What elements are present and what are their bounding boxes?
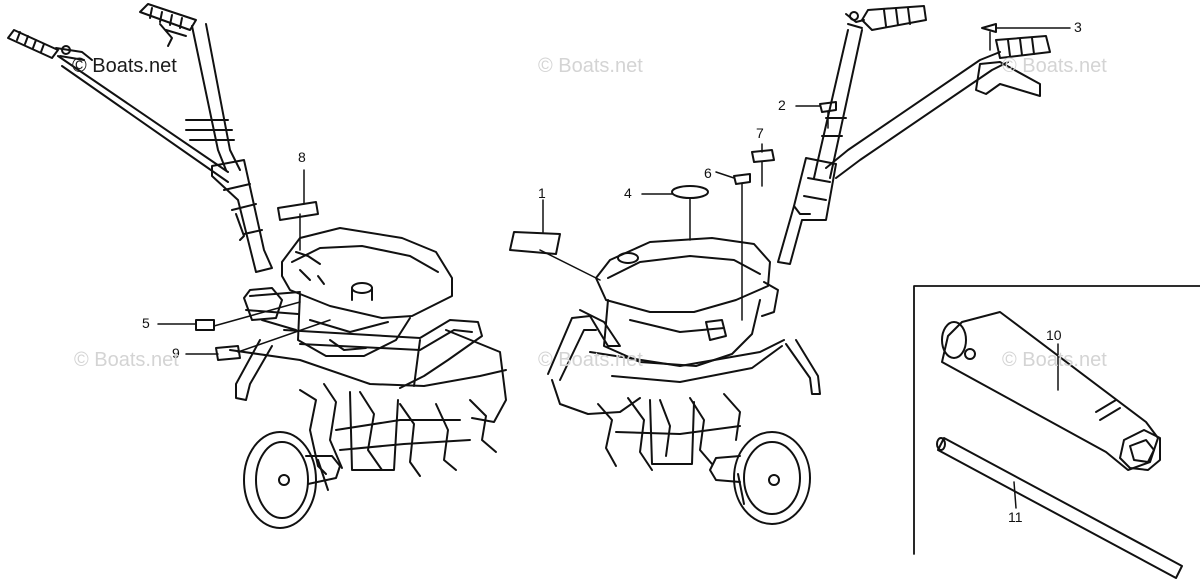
right-tines [597, 393, 741, 471]
tool-inset [913, 285, 1200, 579]
callout-11: 11 [1008, 509, 1023, 525]
left-handlebar-long [57, 55, 229, 183]
right-column [777, 157, 837, 265]
callout-10: 10 [1046, 327, 1062, 343]
left-wheel [243, 431, 317, 529]
left-tiller [7, 3, 507, 529]
watermark: © Boats.net [74, 349, 179, 371]
tool-inset-border [913, 285, 1200, 555]
left-engine-top [281, 227, 453, 319]
watermark: © Boats.net [1002, 349, 1107, 371]
right-engine-top [595, 237, 771, 313]
right-skid-bar [785, 339, 821, 395]
sticker-7 [751, 149, 775, 163]
left-tines [299, 383, 497, 477]
callout-5: 5 [142, 315, 150, 331]
sticker-5 [195, 319, 215, 331]
right-fuel-cap [617, 252, 639, 264]
right-tiller [547, 5, 1051, 525]
callout-3: 3 [1074, 19, 1082, 35]
sticker-4 [671, 185, 709, 199]
watermark: © Boats.net [538, 349, 643, 371]
callout-6: 6 [704, 165, 712, 181]
callout-4: 4 [624, 185, 632, 201]
right-tiller-right-grip [995, 35, 1051, 59]
handle-column [211, 159, 273, 273]
front-guard-bar [283, 319, 483, 389]
left-throttle-lever [55, 47, 93, 61]
right-wheel [733, 431, 811, 525]
right-tiller-left-grip [861, 5, 927, 31]
callout-2: 2 [778, 97, 786, 113]
right-tiller-right-handlebar [825, 51, 1009, 179]
sticker-3 [981, 23, 997, 33]
callout-9: 9 [172, 345, 180, 361]
tommy-bar [936, 437, 1183, 579]
right-front-guard-bar [547, 309, 621, 375]
spark-plug-wrench [941, 311, 1161, 471]
sticker-9 [215, 345, 241, 361]
right-handlebar-long [191, 23, 241, 171]
label-stickers [195, 23, 997, 361]
watermark: © Boats.net [72, 55, 177, 77]
callout-1: 1 [538, 185, 546, 201]
callout-8: 8 [298, 149, 306, 165]
leader-lines [157, 27, 1071, 509]
left-skid-bar [235, 339, 273, 401]
watermark: © Boats.net [1002, 55, 1107, 77]
watermark: © Boats.net [538, 55, 643, 77]
sticker-1 [509, 231, 561, 255]
right-handle-grip [139, 3, 197, 31]
callout-7: 7 [756, 125, 764, 141]
sticker-2 [819, 101, 837, 113]
left-handle-grip [7, 29, 59, 59]
right-tiller-lever [975, 61, 1041, 97]
fuel-cap [351, 282, 373, 294]
sticker-6 [733, 173, 751, 185]
sticker-8 [277, 201, 319, 221]
